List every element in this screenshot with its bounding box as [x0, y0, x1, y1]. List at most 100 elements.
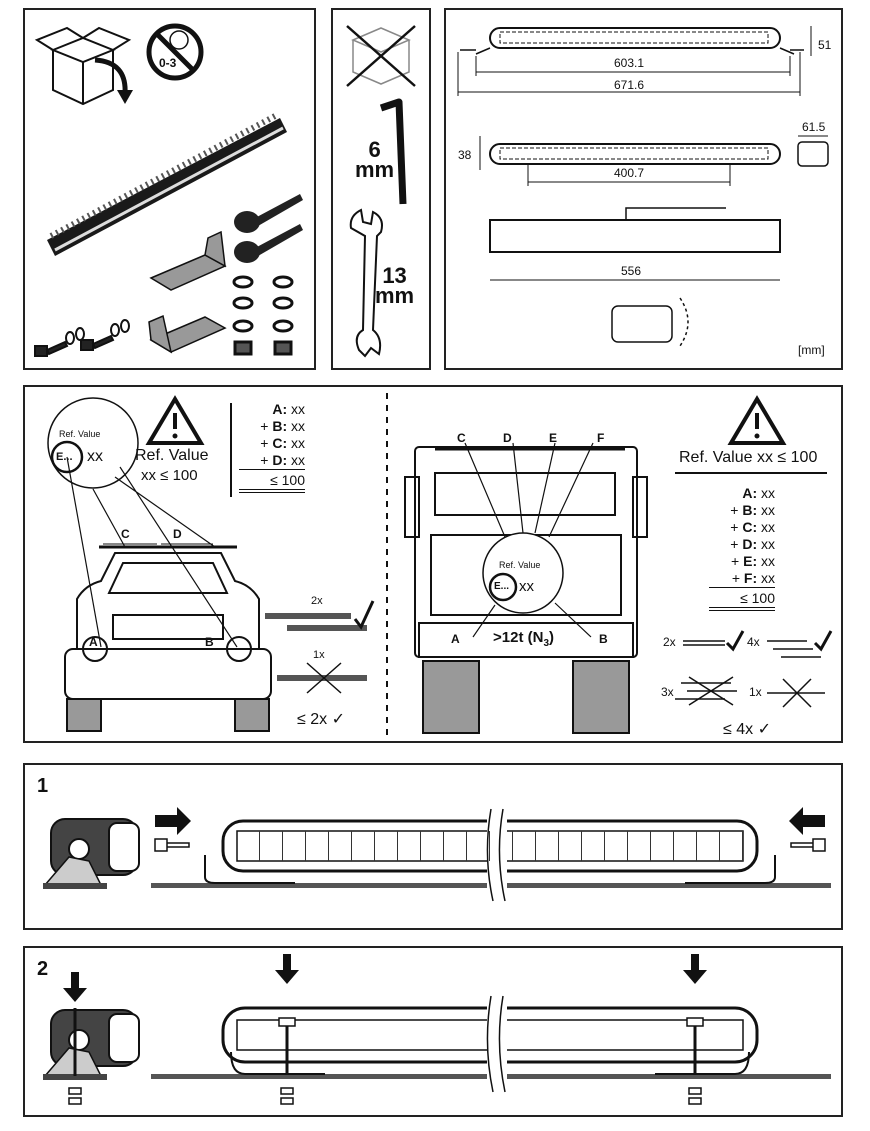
no-children-icon	[146, 23, 204, 81]
led-cell	[421, 831, 444, 861]
step-2-number: 2	[37, 958, 49, 980]
small-screws-image	[34, 319, 130, 357]
step-2-illustration	[43, 954, 831, 1105]
sum-total: ≤ 100	[709, 590, 775, 611]
badge-right-code: E...	[494, 581, 510, 592]
age-warning-label: 0-3	[159, 56, 177, 70]
led-cell	[467, 831, 490, 861]
sum-line-d: + D: xx	[730, 536, 775, 552]
cross-icon	[306, 662, 342, 694]
ref-label-left: Ref. Value	[135, 447, 209, 464]
dimension-drawing	[457, 26, 829, 347]
dim-inner-top: 603.1	[614, 56, 645, 70]
truck-label-b: B	[599, 632, 608, 646]
truck-class-label: >12t (N3)	[493, 629, 554, 649]
rotate-arrow-icon	[94, 57, 128, 95]
led-cell	[628, 831, 651, 861]
ref-limit-left: xx ≤ 100	[141, 467, 198, 484]
dimensions-panel: 51 603.1 671.6 38 61.5 400.7 556 [mm]	[444, 8, 843, 370]
right-bad-a: 3x	[661, 685, 674, 699]
led-cell	[490, 831, 513, 861]
ref-sum-left: A: xx + B: xx + C: xx + D: xx ≤ 100	[239, 401, 305, 493]
dim-depth: 61.5	[802, 120, 826, 134]
reference-value-panel: Ref. Value E... xx Ref. Value xx ≤ 100 A…	[23, 385, 843, 743]
dim-inner-mid: 400.7	[614, 166, 645, 180]
package-contents-panel: 0-3	[23, 8, 316, 370]
led-cell	[697, 831, 720, 861]
insert-arrow-right-icon	[789, 807, 825, 835]
sum-line-a: A: xx	[742, 485, 775, 501]
led-cell	[513, 831, 536, 861]
right-limit: ≤ 4x ✓	[723, 721, 771, 738]
right-ok-b: 4x	[747, 635, 760, 649]
left-ok-count: 2x	[311, 595, 323, 607]
led-cell	[651, 831, 674, 861]
badge-left-code: E...	[56, 451, 73, 463]
package-contents-illustration	[34, 23, 303, 357]
sum-line-e: + E: xx	[731, 553, 775, 569]
led-cell	[720, 831, 743, 861]
truck-label-c: C	[457, 431, 466, 445]
mounting-brackets-image	[148, 230, 227, 354]
check-icon	[353, 600, 375, 630]
open-box-icon	[34, 26, 132, 106]
truck-label-e: E	[549, 431, 558, 445]
car-label-c: C	[121, 527, 130, 541]
badge-right-value: xx	[519, 578, 534, 595]
dim-height-mid: 38	[458, 148, 472, 162]
truck-label-f: F	[597, 431, 605, 445]
truck-label-a: A	[451, 632, 460, 646]
ref-value-badge-left	[47, 397, 139, 489]
light-bar-product-image	[47, 113, 287, 256]
left-bad-count: 1x	[313, 649, 325, 661]
sum-line-f: + F: xx	[709, 570, 775, 588]
bolts-image	[234, 194, 303, 263]
led-cell	[674, 831, 697, 861]
sum-line-c: + C: xx	[730, 519, 775, 535]
ref-sum-right: A: xx + B: xx + C: xx + D: xx + E: xx + …	[709, 485, 775, 611]
dim-length-bottom: 556	[621, 264, 642, 278]
led-cell	[329, 831, 352, 861]
truck-label-d: D	[503, 431, 512, 445]
badge-left-value: xx	[87, 448, 103, 465]
led-cell	[605, 831, 628, 861]
led-cell	[352, 831, 375, 861]
washers-nuts-image	[232, 275, 294, 356]
wrench-icon	[349, 208, 383, 358]
sum-total: ≤ 100	[239, 472, 305, 493]
dim-outer-top: 671.6	[614, 78, 645, 92]
truck-illustration	[404, 446, 648, 734]
led-cell	[582, 831, 605, 861]
sum-line-d: + D: xx	[239, 452, 305, 470]
step-1-illustration	[43, 807, 831, 902]
insert-arrow-left-icon	[155, 807, 191, 835]
led-cell	[260, 831, 283, 861]
badge-left-title: Ref. Value	[59, 429, 101, 439]
ref-heading-right: Ref. Value xx ≤ 100	[679, 449, 818, 466]
car-label-b: B	[205, 635, 214, 649]
led-cell	[306, 831, 329, 861]
warning-icon	[145, 395, 205, 445]
ref-value-badge-right	[482, 532, 564, 614]
light-bar-cells	[237, 831, 743, 861]
sum-line-b: + B: xx	[730, 502, 775, 518]
left-limit: ≤ 2x ✓	[297, 711, 345, 728]
car-label-a: A	[89, 635, 98, 649]
led-cell	[237, 831, 260, 861]
down-arrow-icon	[275, 954, 299, 984]
step-1-number: 1	[37, 775, 49, 797]
dim-unit: [mm]	[798, 343, 825, 357]
sum-line-b: + B: xx	[260, 418, 305, 434]
led-cell	[398, 831, 421, 861]
hex-key-icon	[379, 98, 407, 205]
down-arrow-icon	[63, 972, 87, 1002]
step-1-panel: 1	[23, 763, 843, 930]
badge-right-title: Ref. Value	[499, 560, 541, 570]
led-cell	[283, 831, 306, 861]
led-cell	[444, 831, 467, 861]
led-cell	[375, 831, 398, 861]
right-bad-b: 1x	[749, 685, 762, 699]
car-label-d: D	[173, 527, 182, 541]
